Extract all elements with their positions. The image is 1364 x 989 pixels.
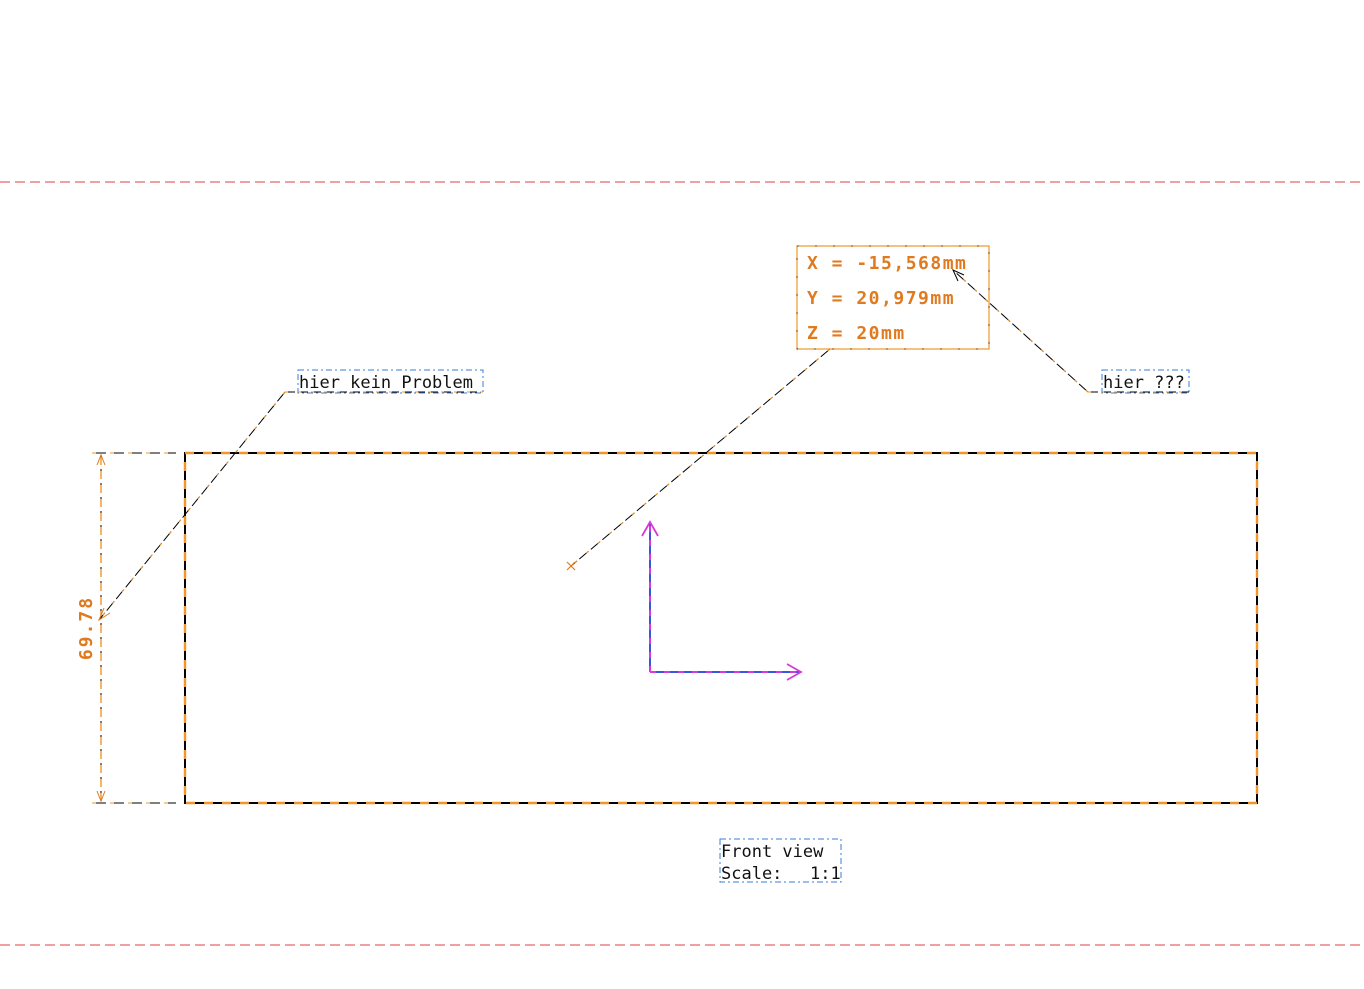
left-note[interactable]: hier kein Problem (97, 369, 484, 622)
left-note-frame (297, 369, 484, 394)
right-note-frame (1101, 369, 1190, 394)
coordinate-x: X = -15,568mm (807, 253, 967, 274)
view-name: Front view (721, 842, 824, 862)
coordinate-y: Y = 20,979mm (807, 288, 955, 309)
left-note-text: hier kein Problem (299, 373, 473, 393)
coordinate-z: Z = 20mm (807, 323, 906, 344)
right-note-text: hier ??? (1103, 373, 1185, 393)
view-label[interactable]: Front view Scale: 1:1 (719, 838, 842, 884)
view-label-frame (719, 838, 842, 883)
right-note[interactable]: hier ??? (951, 268, 1190, 394)
coordinate-frame (796, 245, 990, 350)
height-dimension[interactable]: 69.78 (76, 452, 176, 804)
view-scale-label: Scale: (721, 864, 782, 884)
height-dimension-value: 69.78 (76, 596, 97, 660)
picked-point-marker[interactable] (566, 561, 576, 571)
view-scale-value: 1:1 (810, 864, 841, 884)
part-outline[interactable] (183, 451, 1259, 805)
coordinate-box[interactable]: X = -15,568mm Y = 20,979mm Z = 20mm (566, 245, 990, 571)
view-axis-icon[interactable] (641, 520, 803, 681)
